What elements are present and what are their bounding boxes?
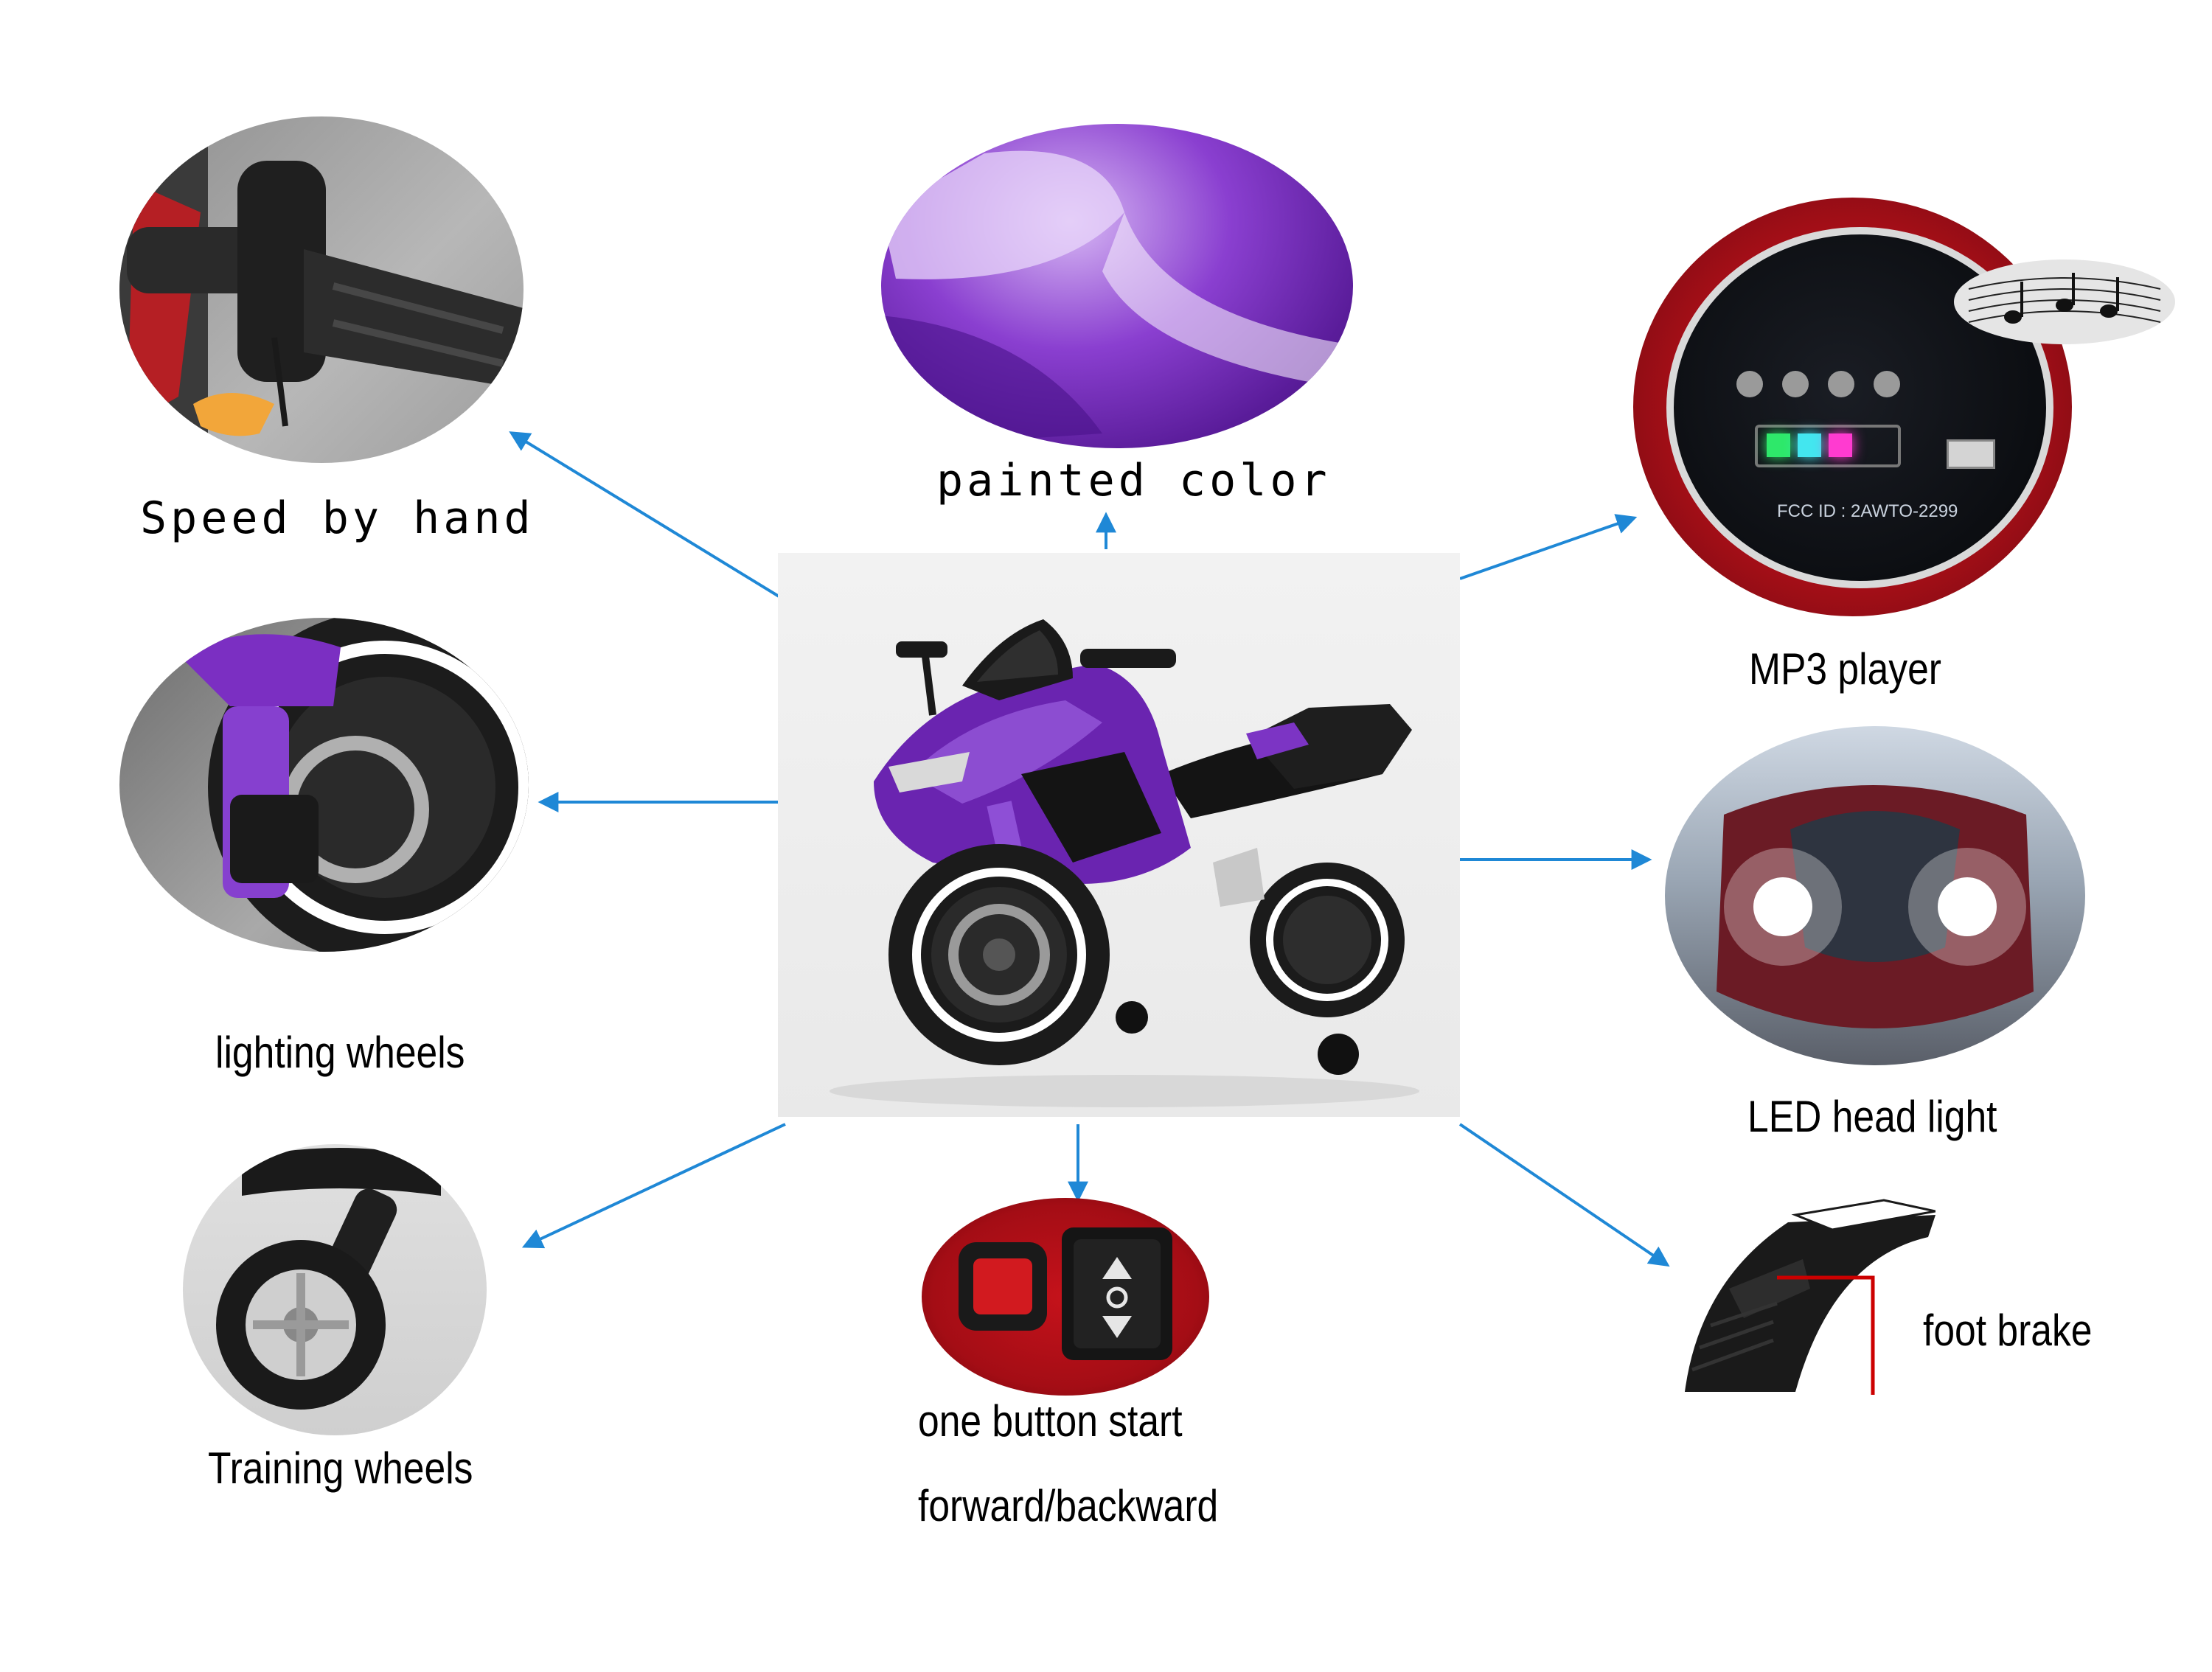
wheels-label: lighting wheels bbox=[215, 1028, 465, 1077]
next-button[interactable] bbox=[1782, 371, 1809, 397]
start-label-line1: one button start bbox=[918, 1396, 1183, 1446]
prev-button[interactable] bbox=[1874, 371, 1900, 397]
brake-label: foot brake bbox=[1923, 1306, 2093, 1355]
battery-led-magenta bbox=[1829, 433, 1852, 457]
training-wheel-illustration bbox=[216, 1148, 441, 1410]
paint-label: painted color bbox=[936, 455, 1331, 506]
arrow-to-training bbox=[521, 1123, 786, 1249]
music-notes-badge bbox=[1954, 259, 2175, 344]
start-photo bbox=[922, 1198, 1209, 1396]
led-photo bbox=[1665, 726, 2085, 1065]
speed-label: Speed by hand bbox=[140, 492, 535, 544]
battery-indicator bbox=[1755, 425, 1901, 467]
battery-led-green bbox=[1767, 433, 1790, 457]
motorcycle-photo bbox=[778, 553, 1460, 1117]
brake-photo bbox=[1685, 1193, 1935, 1401]
music-notes-icon bbox=[1968, 273, 2161, 324]
battery-led-cyan bbox=[1798, 433, 1821, 457]
lighting-wheel-illustration bbox=[178, 618, 529, 952]
led-label: LED head light bbox=[1747, 1092, 1997, 1141]
start-switch-illustration bbox=[959, 1227, 1172, 1360]
arrow-to-mp3 bbox=[1459, 514, 1638, 580]
play-button[interactable] bbox=[1828, 371, 1854, 397]
paint-photo bbox=[881, 124, 1353, 448]
arrow-to-brake bbox=[1458, 1123, 1670, 1267]
led-headlight-illustration bbox=[1717, 785, 2034, 1028]
motorcycle-illustration bbox=[830, 619, 1419, 1107]
training-photo bbox=[183, 1144, 487, 1435]
fcc-id-text: FCC ID : 2AWTO-2299 bbox=[1777, 501, 1958, 521]
arrow-to-speed bbox=[509, 431, 782, 599]
foot-brake-illustration bbox=[1685, 1199, 1935, 1392]
start-label-line2: forward/backward bbox=[918, 1481, 1219, 1530]
usb-port[interactable] bbox=[1947, 439, 1995, 469]
wheels-photo bbox=[119, 618, 529, 952]
mp3-label: MP3 player bbox=[1749, 644, 1941, 694]
training-label: Training wheels bbox=[208, 1443, 473, 1493]
horn-button[interactable] bbox=[1736, 371, 1763, 397]
